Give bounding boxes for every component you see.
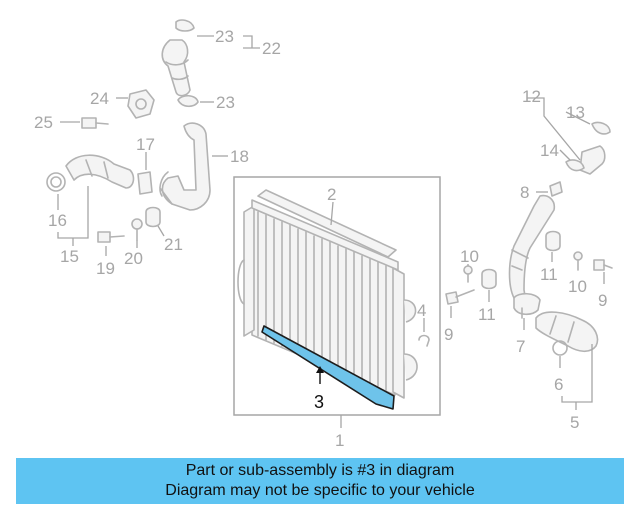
callout-1: 1 [335,431,344,450]
info-banner: Part or sub-assembly is #3 in diagram Di… [16,458,624,504]
part-7-clamp [513,292,541,319]
callout-19: 19 [96,259,115,278]
part-10-bolt-mid [463,265,473,283]
part-10-bolt-right [573,251,583,271]
callout-23a: 23 [215,27,234,46]
callout-15: 15 [60,247,79,266]
part-6-ring [552,340,568,356]
part-18-pipe [159,122,211,211]
callout-9b: 9 [598,291,607,310]
callout-21: 21 [164,235,183,254]
banner-line-2: Diagram may not be specific to your vehi… [165,482,475,499]
callout-23b: 23 [216,93,235,112]
callout-2: 2 [327,185,336,204]
callout-22: 22 [262,39,281,58]
part-25-bolt [81,117,109,129]
parts-diagram: 1 [34,19,613,450]
part-11-grommet-mid [481,268,497,290]
part-23-clamp [177,94,199,108]
part-11-grommet-right [545,230,561,252]
part-5-hose [535,311,599,353]
part-15-hose [65,154,135,189]
part-13-clamp [591,121,611,135]
part-2-seal [257,189,397,258]
callout-3: 3 [314,392,324,412]
callout-16: 16 [48,211,67,230]
part-24-fitting [127,89,155,119]
callout-13: 13 [566,103,585,122]
callout-20: 20 [124,249,143,268]
callout-12: 12 [522,87,541,106]
callout-5: 5 [570,413,579,432]
callout-7: 7 [516,337,525,356]
part-16-ring [46,172,66,192]
part-14-clamp [565,159,585,172]
part-8-pipe [508,181,563,301]
part-20-bolt [131,218,143,241]
assembly-frame [233,176,441,416]
callout-24: 24 [90,89,109,108]
callout-25: 25 [34,113,53,132]
part-9-bolt-right [593,259,613,271]
callout-18: 18 [230,147,249,166]
callout-11a: 11 [478,305,496,324]
part-22-hose [161,19,195,97]
part-17-sensor [137,171,153,195]
banner-line-1: Part or sub-assembly is #3 in diagram [185,462,455,479]
callout-11b: 11 [540,265,558,284]
callout-9a: 9 [444,325,453,344]
callout-6: 6 [554,375,563,394]
part-9-bolt-mid [445,289,475,305]
callout-10b: 10 [568,277,587,296]
callout-10a: 10 [460,247,479,266]
part-21-grommet [145,206,161,228]
part-3-seal-highlighted [261,325,395,410]
callout-14: 14 [540,141,559,160]
part-12-hose [579,145,606,175]
callout-17: 17 [136,135,155,154]
callout-4: 4 [417,301,426,320]
part-19-bolt [97,231,125,243]
callout-8: 8 [520,183,529,202]
